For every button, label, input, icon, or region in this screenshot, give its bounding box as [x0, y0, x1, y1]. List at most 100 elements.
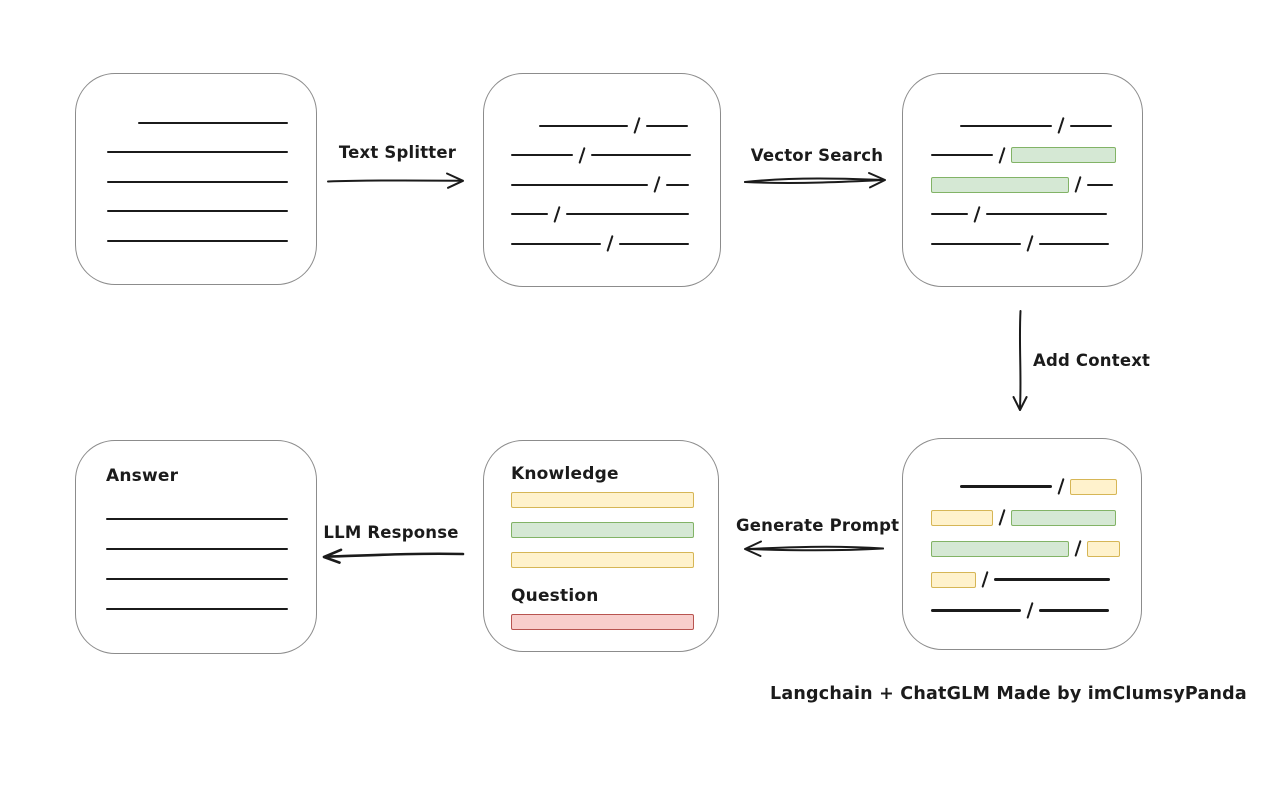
- text-line: [931, 242, 1021, 245]
- chunk-row: [931, 533, 1121, 564]
- text-line: [539, 124, 628, 127]
- chunk-row: [106, 534, 290, 564]
- chunk-row: [511, 545, 694, 575]
- slash-separator: [633, 117, 641, 135]
- text-line: [511, 183, 648, 186]
- slash-separator: [1057, 117, 1065, 135]
- slash-separator: [973, 205, 981, 223]
- text-splitter-label: Text Splitter: [338, 143, 457, 162]
- chunk-row: [107, 138, 288, 168]
- text-line: [106, 517, 288, 521]
- chunk-row: [511, 200, 690, 230]
- text-line: [1087, 183, 1114, 186]
- chunk-row: [511, 485, 694, 515]
- slash-separator: [553, 205, 561, 223]
- text-line: [960, 485, 1052, 488]
- document-box: [75, 73, 317, 285]
- text-line: [107, 151, 288, 154]
- chunk-row: [511, 607, 694, 637]
- yellow-chunk: [1070, 478, 1118, 495]
- add-context-arrow: [1012, 310, 1028, 411]
- yellow-chunk: [1087, 540, 1121, 557]
- vector-search-arrow: [744, 172, 886, 189]
- green-chunk: [1011, 147, 1117, 164]
- chunk-row: [931, 564, 1111, 595]
- knowledge-label: Knowledge: [511, 464, 619, 484]
- chunks-lines: [511, 111, 692, 259]
- text-line: [619, 242, 690, 245]
- text-line: [1039, 242, 1110, 245]
- matched-chunks-box: [902, 73, 1143, 287]
- answer-box: Answer: [75, 440, 317, 654]
- chunk-row: [107, 167, 288, 197]
- chunk-row: [107, 226, 288, 256]
- text-line: [666, 183, 690, 186]
- text-line: [566, 213, 690, 216]
- text-line: [931, 213, 968, 216]
- chunk-row: [511, 111, 689, 141]
- text-line: [511, 213, 548, 216]
- text-line: [106, 607, 288, 611]
- document-lines: [107, 108, 288, 256]
- chunk-row: [106, 594, 290, 624]
- answer-lines: [106, 504, 290, 624]
- text-line: [107, 239, 288, 242]
- red-chunk: [511, 614, 694, 630]
- llm-response-arrow: [322, 548, 465, 564]
- indent-spacer: [107, 122, 138, 123]
- text-line: [960, 124, 1052, 127]
- slash-separator: [981, 571, 989, 588]
- indent-spacer: [511, 125, 539, 126]
- chunk-row: [107, 108, 288, 138]
- chunk-row: [931, 200, 1112, 230]
- green-chunk: [931, 540, 1069, 557]
- text-line: [646, 124, 689, 127]
- chunk-row: [931, 471, 1118, 502]
- chunks-box: [483, 73, 721, 287]
- text-line: [511, 154, 573, 157]
- text-line: [931, 609, 1021, 612]
- text-line: [511, 242, 601, 245]
- chunk-row: [931, 170, 1114, 200]
- llm-response-label: LLM Response: [323, 523, 459, 542]
- text-line: [1070, 124, 1113, 127]
- chunk-row: [931, 141, 1117, 171]
- question-bars: [511, 607, 694, 637]
- slash-separator: [1057, 478, 1065, 495]
- text-line: [107, 210, 288, 213]
- text-line: [591, 154, 692, 157]
- yellow-chunk: [511, 552, 694, 568]
- caption-text: Langchain + ChatGLM Made by imClumsyPand…: [770, 684, 1247, 704]
- slash-separator: [1074, 176, 1082, 194]
- matched-chunks-lines: [931, 111, 1117, 259]
- chunk-row: [106, 564, 290, 594]
- question-label: Question: [511, 586, 599, 606]
- slash-separator: [1074, 540, 1082, 557]
- chunk-row: [931, 595, 1111, 626]
- text-line: [931, 154, 993, 157]
- vector-search-label: Vector Search: [750, 146, 884, 165]
- indent-spacer: [931, 486, 960, 487]
- green-chunk: [931, 176, 1069, 193]
- chunk-row: [931, 111, 1113, 141]
- knowledge-bars: [511, 485, 694, 575]
- indent-spacer: [931, 125, 960, 126]
- chunk-row: [511, 229, 690, 259]
- chunk-row: [931, 502, 1117, 533]
- generate-prompt-label: Generate Prompt: [736, 516, 900, 535]
- slash-separator: [578, 146, 586, 164]
- add-context-label: Add Context: [1033, 351, 1151, 370]
- answer-label: Answer: [106, 466, 179, 486]
- slash-separator: [998, 509, 1006, 526]
- slash-separator: [653, 176, 661, 194]
- text-line: [106, 577, 288, 581]
- chunk-row: [106, 504, 290, 534]
- green-chunk: [511, 522, 694, 538]
- slash-separator: [1026, 602, 1034, 619]
- chunk-row: [107, 197, 288, 227]
- text-line: [994, 578, 1111, 581]
- chunk-row: [511, 170, 690, 200]
- context-chunks-box: [902, 438, 1142, 650]
- chunk-row: [511, 515, 694, 545]
